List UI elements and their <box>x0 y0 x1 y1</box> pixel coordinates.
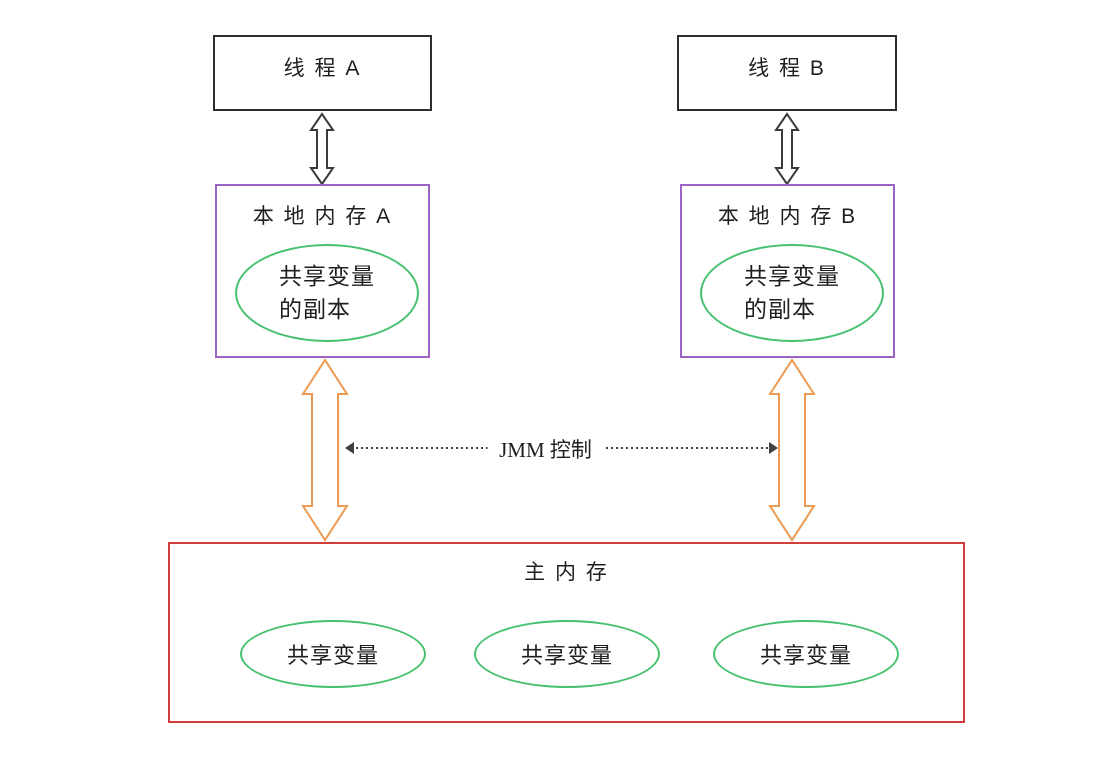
shared-variable-3-label: 共享变量 <box>759 643 852 668</box>
dotted-arrowhead-left-icon <box>345 442 354 454</box>
main-memory-node: 主 内 存 共享变量 共享变量 共享变量 <box>168 542 965 723</box>
thread-a-label: 线 程 A <box>283 57 362 80</box>
shared-variable-copy-a-line1: 共享变量 <box>279 263 375 289</box>
shared-variable-copy-a-ellipse: 共享变量 的副本 <box>235 244 419 342</box>
main-memory-label: 主 内 存 <box>524 561 609 584</box>
local-memory-a-main-memory-double-arrow-icon <box>301 358 349 542</box>
shared-variable-ellipse-2: 共享变量 <box>474 620 660 688</box>
shared-variable-1-label: 共享变量 <box>286 643 379 668</box>
shared-variable-copy-b-line2: 的副本 <box>744 296 816 322</box>
local-memory-b-main-memory-double-arrow-icon <box>768 358 816 542</box>
shared-variable-ellipse-1: 共享变量 <box>240 620 426 688</box>
local-memory-a-node: 本 地 内 存 A 共享变量 的副本 <box>215 184 430 358</box>
thread-a-node: 线 程 A <box>213 35 432 111</box>
jmm-control-label: JMM 控制 <box>487 433 604 464</box>
thread-a-local-memory-a-double-arrow-icon <box>309 112 335 186</box>
jmm-control-dotted-arrow-icon: JMM 控制 <box>345 433 778 464</box>
shared-variable-copy-b-ellipse: 共享变量 的副本 <box>700 244 884 342</box>
shared-variable-copy-a-line2: 的副本 <box>279 296 351 322</box>
dotted-arrowhead-right-icon <box>769 442 778 454</box>
thread-b-label: 线 程 B <box>748 57 826 80</box>
thread-b-local-memory-b-double-arrow-icon <box>774 112 800 186</box>
thread-b-node: 线 程 B <box>677 35 897 111</box>
shared-variable-ellipse-3: 共享变量 <box>713 620 899 688</box>
shared-variable-copy-b-line1: 共享变量 <box>744 263 840 289</box>
shared-variable-2-label: 共享变量 <box>520 643 613 668</box>
local-memory-a-label: 本 地 内 存 A <box>252 205 393 228</box>
local-memory-b-label: 本 地 内 存 B <box>717 205 858 228</box>
local-memory-b-node: 本 地 内 存 B 共享变量 的副本 <box>680 184 895 358</box>
